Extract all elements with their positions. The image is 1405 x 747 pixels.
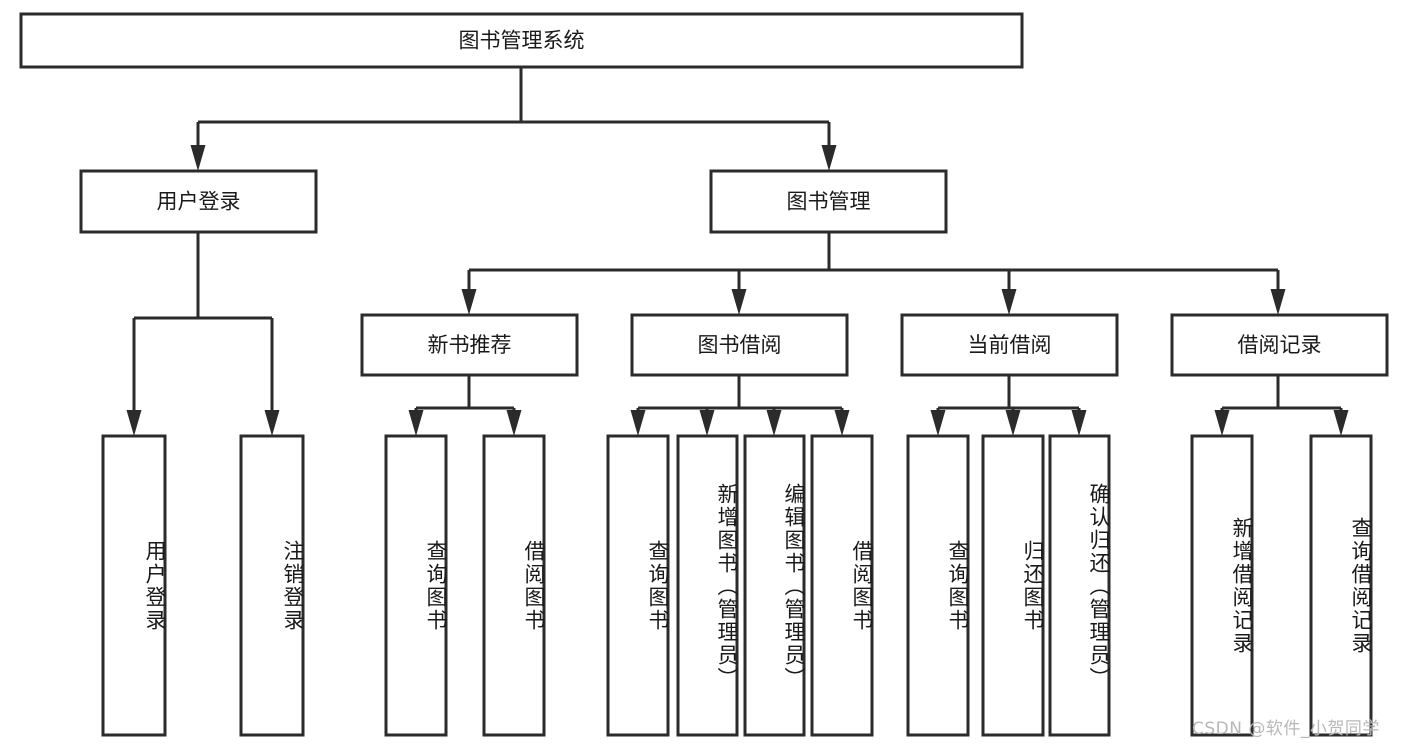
book-manage-drop-3-arrowhead bbox=[1270, 289, 1286, 315]
node-box-leaf-user-login[interactable] bbox=[101, 434, 167, 737]
book-manage-drop-2-arrowhead bbox=[1001, 289, 1017, 315]
node-box-leaf-add-book[interactable] bbox=[676, 434, 739, 737]
node-box-book-manage[interactable] bbox=[709, 169, 948, 234]
connector-layer bbox=[126, 67, 1349, 436]
borrow-record-drop-1-arrowhead bbox=[1333, 410, 1349, 436]
watermark: CSDN @软件_小贺同学 bbox=[1192, 719, 1380, 739]
node-box-layer bbox=[19, 12, 1389, 737]
node-label-book-manage: 图书管理 bbox=[787, 190, 871, 214]
node-label-borrow-record: 借阅记录 bbox=[1238, 333, 1322, 357]
new-book-rec-drop-1-arrowhead bbox=[506, 410, 522, 436]
book-borrow-drop-3-arrowhead bbox=[834, 410, 850, 436]
node-box-borrow-record[interactable] bbox=[1170, 313, 1389, 377]
node-box-new-book-rec[interactable] bbox=[360, 313, 579, 377]
node-box-leaf-query-book-1[interactable] bbox=[384, 434, 448, 737]
borrow-record-drop-0-arrowhead bbox=[1214, 410, 1230, 436]
user-login-drop-1-arrowhead bbox=[264, 410, 280, 436]
node-box-leaf-query-record[interactable] bbox=[1309, 434, 1373, 737]
book-manage-drop-1-arrowhead bbox=[731, 289, 747, 315]
node-box-leaf-borrow-book-1[interactable] bbox=[482, 434, 546, 737]
new-book-rec-drop-0-arrowhead bbox=[408, 410, 424, 436]
node-box-leaf-query-book-2[interactable] bbox=[606, 434, 670, 737]
node-box-leaf-edit-book[interactable] bbox=[743, 434, 806, 737]
node-label-root: 图书管理系统 bbox=[459, 29, 585, 53]
node-label-book-borrow: 图书借阅 bbox=[698, 333, 782, 357]
node-box-root[interactable] bbox=[19, 12, 1024, 69]
node-box-leaf-return-book[interactable] bbox=[981, 434, 1045, 737]
node-box-leaf-confirm-return[interactable] bbox=[1048, 434, 1111, 737]
node-box-user-login[interactable] bbox=[79, 169, 318, 234]
book-borrow-drop-0-arrowhead bbox=[630, 410, 646, 436]
node-box-leaf-query-book-3[interactable] bbox=[906, 434, 970, 737]
book-borrow-drop-2-arrowhead bbox=[766, 410, 782, 436]
node-label-current-borrow: 当前借阅 bbox=[968, 333, 1052, 357]
node-box-leaf-borrow-book-2[interactable] bbox=[810, 434, 874, 737]
node-box-leaf-add-record[interactable] bbox=[1190, 434, 1254, 737]
current-borrow-drop-0-arrowhead bbox=[930, 410, 946, 436]
root-drop-0-arrowhead bbox=[190, 145, 206, 171]
node-box-book-borrow[interactable] bbox=[630, 313, 849, 377]
node-label-user-login: 用户登录 bbox=[157, 190, 241, 214]
book-borrow-drop-1-arrowhead bbox=[699, 410, 715, 436]
user-login-drop-0-arrowhead bbox=[126, 410, 142, 436]
node-label-new-book-rec: 新书推荐 bbox=[428, 333, 512, 357]
node-box-current-borrow[interactable] bbox=[900, 313, 1119, 377]
current-borrow-drop-2-arrowhead bbox=[1071, 410, 1087, 436]
book-manage-drop-0-arrowhead bbox=[461, 289, 477, 315]
current-borrow-drop-1-arrowhead bbox=[1005, 410, 1021, 436]
root-drop-1-arrowhead bbox=[821, 145, 837, 171]
node-box-leaf-logout[interactable] bbox=[239, 434, 305, 737]
